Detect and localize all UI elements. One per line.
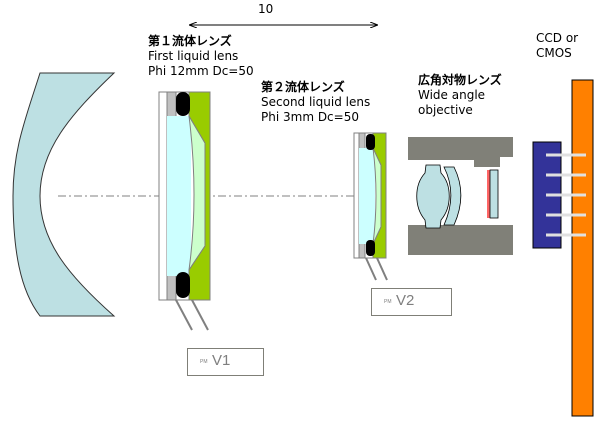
sensor-label: CCD or CMOS xyxy=(536,31,578,58)
front-meniscus-lens xyxy=(12,72,116,317)
objective-label: 広角対物レンズ Wide angle objective xyxy=(418,73,502,118)
first-lens-title-jp: 第１流体レンズ xyxy=(148,34,232,48)
voltage-source-v2: PM V2 xyxy=(371,288,452,316)
sensor-pins xyxy=(546,153,586,237)
sensor-line2: CMOS xyxy=(536,46,572,58)
voltage-prefix: PM xyxy=(384,299,392,305)
second-liquid-lens xyxy=(353,132,388,281)
voltage-label: V2 xyxy=(396,292,415,309)
first-liquid-lens xyxy=(158,91,211,331)
first-lens-label: 第１流体レンズ First liquid lens Phi 12mm Dc=50 xyxy=(148,34,254,76)
first-lens-spec: Phi 12mm Dc=50 xyxy=(148,64,254,76)
second-lens-spec: Phi 3mm Dc=50 xyxy=(261,110,359,122)
voltage-label: V1 xyxy=(212,352,231,369)
voltage-prefix: PM xyxy=(200,359,208,365)
sensor-board xyxy=(571,79,594,417)
second-lens-title-jp: 第２流体レンズ xyxy=(261,80,345,94)
second-lens-label: 第２流体レンズ Second liquid lens Phi 3mm Dc=50 xyxy=(261,80,370,122)
second-lens-title-en: Second liquid lens xyxy=(261,95,371,109)
first-lens-title-en: First liquid lens xyxy=(148,49,239,63)
sensor-line1: CCD or xyxy=(536,31,579,45)
objective-line2: objective xyxy=(418,103,473,117)
objective-line1: Wide angle xyxy=(418,88,486,102)
dimension-label: 10 xyxy=(258,2,274,16)
objective-title-jp: 広角対物レンズ xyxy=(418,73,502,87)
voltage-source-v1: PM V1 xyxy=(187,348,264,376)
wide-angle-objective xyxy=(408,137,513,255)
